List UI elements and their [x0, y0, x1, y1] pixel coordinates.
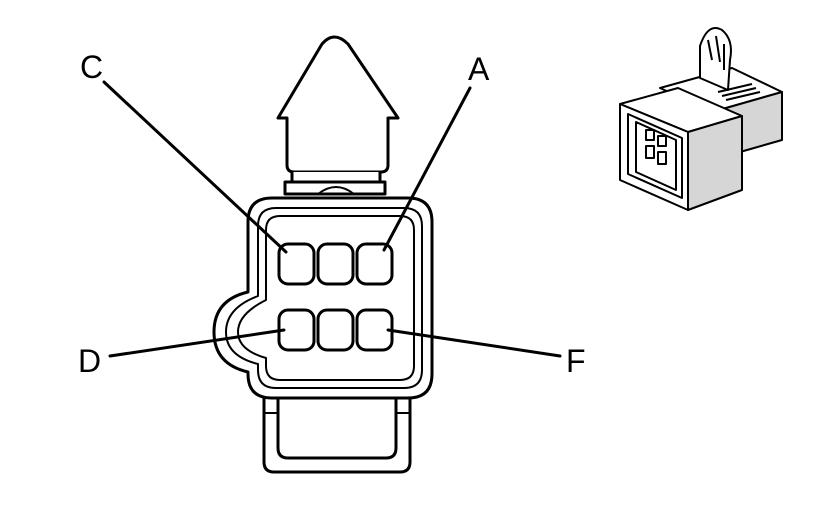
pin-label-c: C [80, 49, 103, 85]
leader-line-a [382, 86, 472, 252]
tab-notch [317, 186, 355, 195]
iso-cavity [645, 145, 655, 159]
terminal-cavities [277, 242, 394, 352]
connector-body-inner-rim [237, 215, 415, 381]
iso-front-side [687, 115, 743, 211]
leader-line-d [108, 328, 286, 358]
iso-front-opening-inner [635, 121, 677, 191]
iso-cavity [657, 135, 667, 147]
connector-body-rim [225, 207, 423, 389]
iso-cavity [657, 151, 667, 165]
pin-label-f: F [566, 343, 586, 379]
connector-face-view: C A D F [78, 35, 586, 474]
iso-cavity [645, 129, 655, 141]
terminal-cavity-e [316, 308, 355, 352]
connector-iso-view [619, 27, 783, 211]
bottom-latch-outer [262, 383, 412, 474]
iso-tab-ribs [717, 83, 761, 101]
connector-body-outer [212, 196, 434, 400]
leader-line-c [102, 80, 288, 254]
bottom-latch-inner [276, 383, 398, 460]
pin-label-a: A [468, 51, 490, 87]
pin-label-d: D [78, 343, 101, 379]
terminal-cavity-a [355, 242, 394, 286]
leader-line-f [386, 328, 562, 358]
terminal-cavity-b [316, 242, 355, 286]
iso-locking-tab-detail [707, 35, 725, 70]
terminal-cavity-c [277, 242, 316, 286]
locking-tab [276, 35, 400, 174]
